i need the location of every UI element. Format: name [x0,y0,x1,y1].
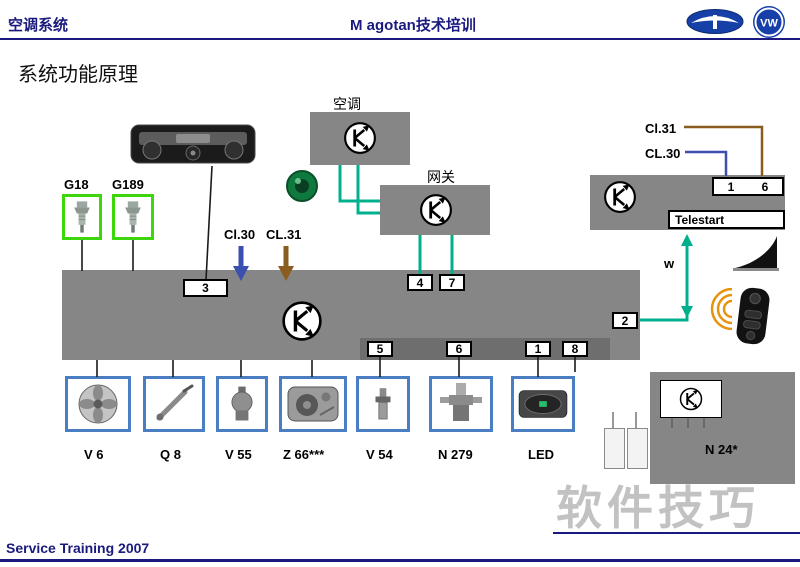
svg-text:VW: VW [760,18,778,30]
n24-k-box [660,380,722,418]
n279-label: N 279 [438,447,473,462]
pin-6b: 6 [446,341,472,357]
g18-sensor-box [62,194,102,240]
pin-5: 5 [367,341,393,357]
header-left-title: 空调系统 [8,17,69,34]
pin-6: 6 [761,179,769,194]
solenoid-valve-icon [440,383,482,421]
telestart-name-box: Telestart [668,210,785,229]
pin-3: 3 [183,279,228,297]
can-komfort-icon [679,387,703,411]
footer-bottom-line [0,559,800,562]
footer-text: Service Training 2007 [6,540,150,556]
can-komfort-icon [281,300,323,342]
telestart-label: Telestart [675,212,725,227]
g18-label: G18 [64,177,89,192]
v55-label: V 55 [225,447,252,462]
probe-icon [156,384,194,421]
relay-contact-box [627,428,648,469]
v54-label: V 54 [366,447,393,462]
temp-sensor-icon [74,201,90,233]
remote-key-icon [729,284,776,348]
antenna-icon [733,234,779,272]
led-display-icon [518,390,568,418]
valve-icon [375,388,391,420]
component-v54-box [356,376,410,432]
heater-icon [287,386,339,422]
component-v55-box [216,376,268,432]
page-title: 系统功能原理 [18,64,138,86]
led-label: LED [528,447,554,462]
pin-1b: 1 [525,341,551,357]
pressure-sensor-icon [286,170,318,202]
can-komfort-icon [603,180,637,214]
gateway-box-label: 网关 [427,169,455,185]
footer-divider-right [553,532,800,534]
temp-sensor-icon [125,201,141,233]
watermark-text: 软件技巧 [556,482,760,534]
telestart-pin-strip: 1 6 [712,177,784,196]
g189-label: G189 [112,177,144,192]
g189-sensor-box [112,194,154,240]
component-n279-box [429,376,493,432]
component-z66-box [279,376,347,432]
can-komfort-icon [419,193,453,227]
radio-link-w-label: w [664,256,675,271]
pin-4: 4 [407,274,433,291]
pump-icon [231,386,253,421]
header-divider [0,38,800,40]
v6-label: V 6 [84,447,104,462]
component-led-box [511,376,575,432]
faw-logo [686,9,744,34]
mid-cl30-label: Cl.30 [224,227,256,242]
component-q8-box [143,376,205,432]
ac-box-label: 空调 [333,96,361,112]
z66-label: Z 66*** [283,447,325,462]
pin-8: 8 [562,341,588,357]
pin-7: 7 [439,274,465,291]
can-komfort-icon [343,121,377,155]
terminal-cl30-label: CL.30 [645,146,681,161]
mid-cl31-label: CL.31 [266,227,302,242]
pin-2: 2 [612,312,638,329]
terminal-cl31-label: Cl.31 [645,121,677,136]
radio-signal-icon [702,288,736,330]
component-v6-box [65,376,131,432]
q8-label: Q 8 [160,447,181,462]
climate-control-panel-image [130,121,256,167]
relay-contact-box [604,428,625,469]
header-center-title: M agotan技术培训 [350,17,476,34]
vw-logo: VW [752,5,786,39]
fan-icon [78,384,118,424]
n24-label: N 24* [705,442,738,457]
pin-1: 1 [727,179,735,194]
